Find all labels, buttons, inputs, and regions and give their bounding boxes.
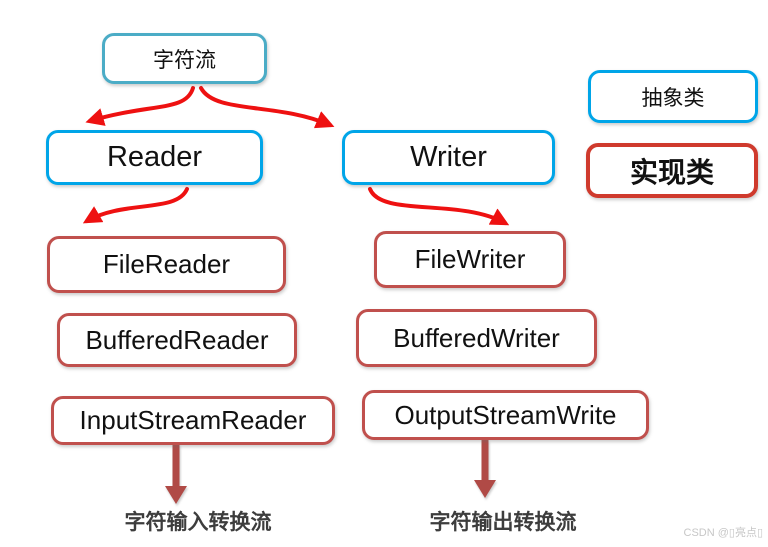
legend-implementation-class: 实现类 <box>586 143 758 198</box>
arrow-charstream-to-reader <box>85 86 195 126</box>
node-inputstreamreader: InputStreamReader <box>51 396 335 445</box>
arrow-writer-to-filewriter <box>368 187 510 226</box>
node-filereader: FileReader <box>47 236 286 293</box>
node-writer: Writer <box>342 130 555 185</box>
node-char-stream: 字符流 <box>102 33 267 84</box>
node-reader: Reader <box>46 130 263 185</box>
node-filewriter: FileWriter <box>374 231 566 288</box>
arrow-inputstreamreader-down <box>165 444 187 504</box>
legend-abstract-class: 抽象类 <box>588 70 758 123</box>
watermark: CSDN @▯亮点▯ <box>683 527 764 539</box>
caption-input-conversion-stream: 字符输入转换流 <box>124 511 272 534</box>
caption-output-conversion-stream: 字符输出转换流 <box>429 511 577 534</box>
node-bufferedwriter: BufferedWriter <box>356 309 597 367</box>
arrow-outputstreamwrite-down <box>474 440 496 498</box>
node-outputstreamwrite: OutputStreamWrite <box>362 390 649 440</box>
node-bufferedreader: BufferedReader <box>57 313 297 367</box>
arrow-reader-to-filereader <box>82 187 189 224</box>
arrow-charstream-to-writer <box>199 86 335 129</box>
